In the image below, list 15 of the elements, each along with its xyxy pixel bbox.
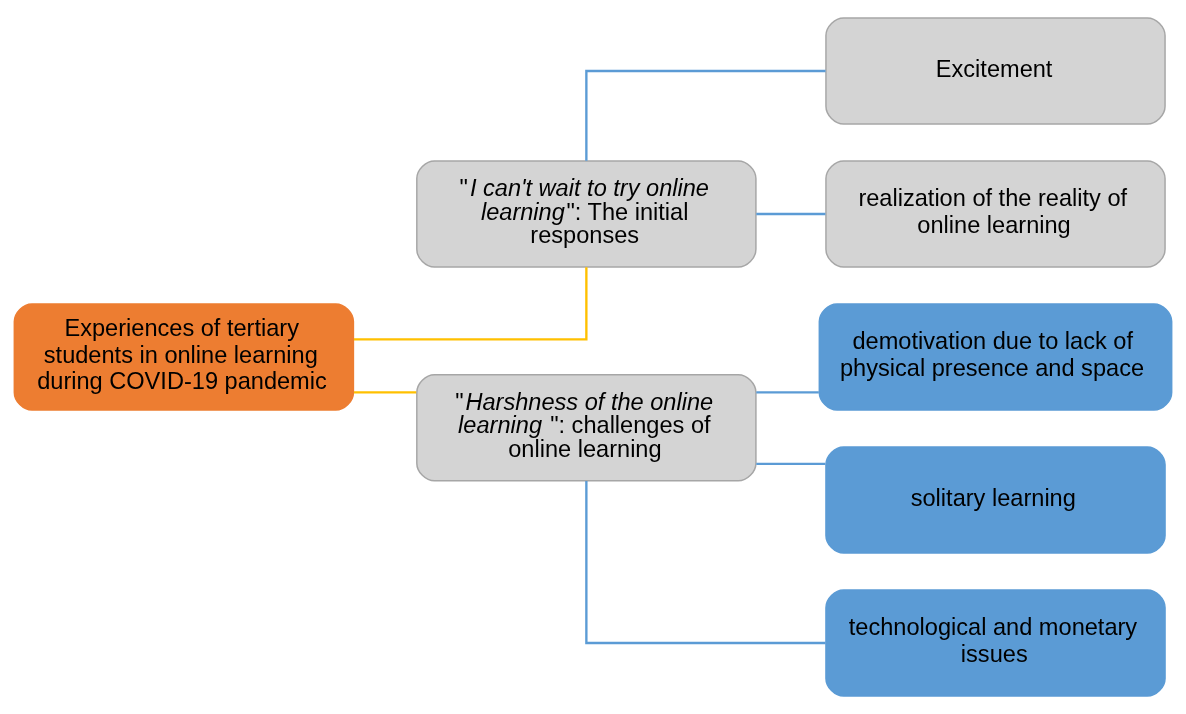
node-box: realization of the reality of online learning xyxy=(825,160,1166,268)
connector xyxy=(354,391,417,394)
node-box: Experiences of tertiary students in online learning during COVID-19 pandemic xyxy=(13,303,355,411)
node-box: demotivation due to lack of physical presence and space xyxy=(818,303,1173,411)
node-box: "I can't wait to try online learning": The initial responses xyxy=(416,160,757,268)
node-box: "Harshness of the online learning ": challenges of online learning xyxy=(416,373,757,482)
connector xyxy=(585,481,826,645)
node-box: technological and monetary issues xyxy=(825,589,1166,697)
connector xyxy=(756,212,826,216)
connector xyxy=(756,391,819,394)
connector xyxy=(585,69,826,161)
node-box: solitary learning xyxy=(825,446,1166,554)
connector xyxy=(354,267,588,341)
connector xyxy=(756,462,826,466)
node-box: Excitement xyxy=(825,17,1166,125)
